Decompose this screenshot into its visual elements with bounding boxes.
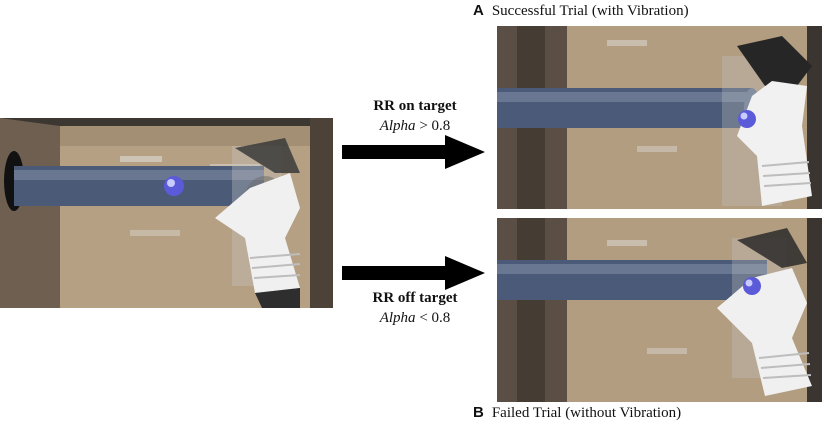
on-target-operator: >	[419, 118, 428, 134]
off-target-label: RR off target	[372, 290, 458, 306]
off-target-caption: RR off target Alpha < 0.8	[345, 288, 485, 328]
on-target-threshold: Alpha > 0.8	[345, 116, 485, 136]
vr-scene-failure	[497, 218, 822, 402]
on-target-caption: RR on target Alpha > 0.8	[345, 96, 485, 136]
vr-scene-start	[0, 118, 333, 308]
on-target-alpha: Alpha	[379, 118, 416, 134]
vr-scene-start-illustration	[0, 118, 333, 308]
result-b-letter: B	[473, 404, 484, 421]
vr-scene-success	[497, 26, 822, 209]
off-target-operator: <	[419, 310, 428, 326]
on-target-label: RR on target	[373, 98, 457, 114]
vr-scene-failure-illustration	[497, 218, 822, 402]
arrow-right-icon	[342, 256, 485, 290]
result-a-title: A Successful Trial (with Vibration)	[473, 2, 689, 20]
vr-scene-success-illustration	[497, 26, 822, 209]
arrow-right-icon	[342, 135, 485, 169]
result-a-letter: A	[473, 2, 484, 19]
result-b-title: B Failed Trial (without Vibration)	[473, 404, 681, 422]
off-target-value: 0.8	[431, 310, 451, 326]
result-b-text: Failed Trial (without Vibration)	[491, 405, 682, 421]
off-target-alpha: Alpha	[379, 310, 416, 326]
on-target-value: 0.8	[431, 118, 451, 134]
off-target-threshold: Alpha < 0.8	[345, 308, 485, 328]
result-a-text: Successful Trial (with Vibration)	[491, 3, 689, 19]
